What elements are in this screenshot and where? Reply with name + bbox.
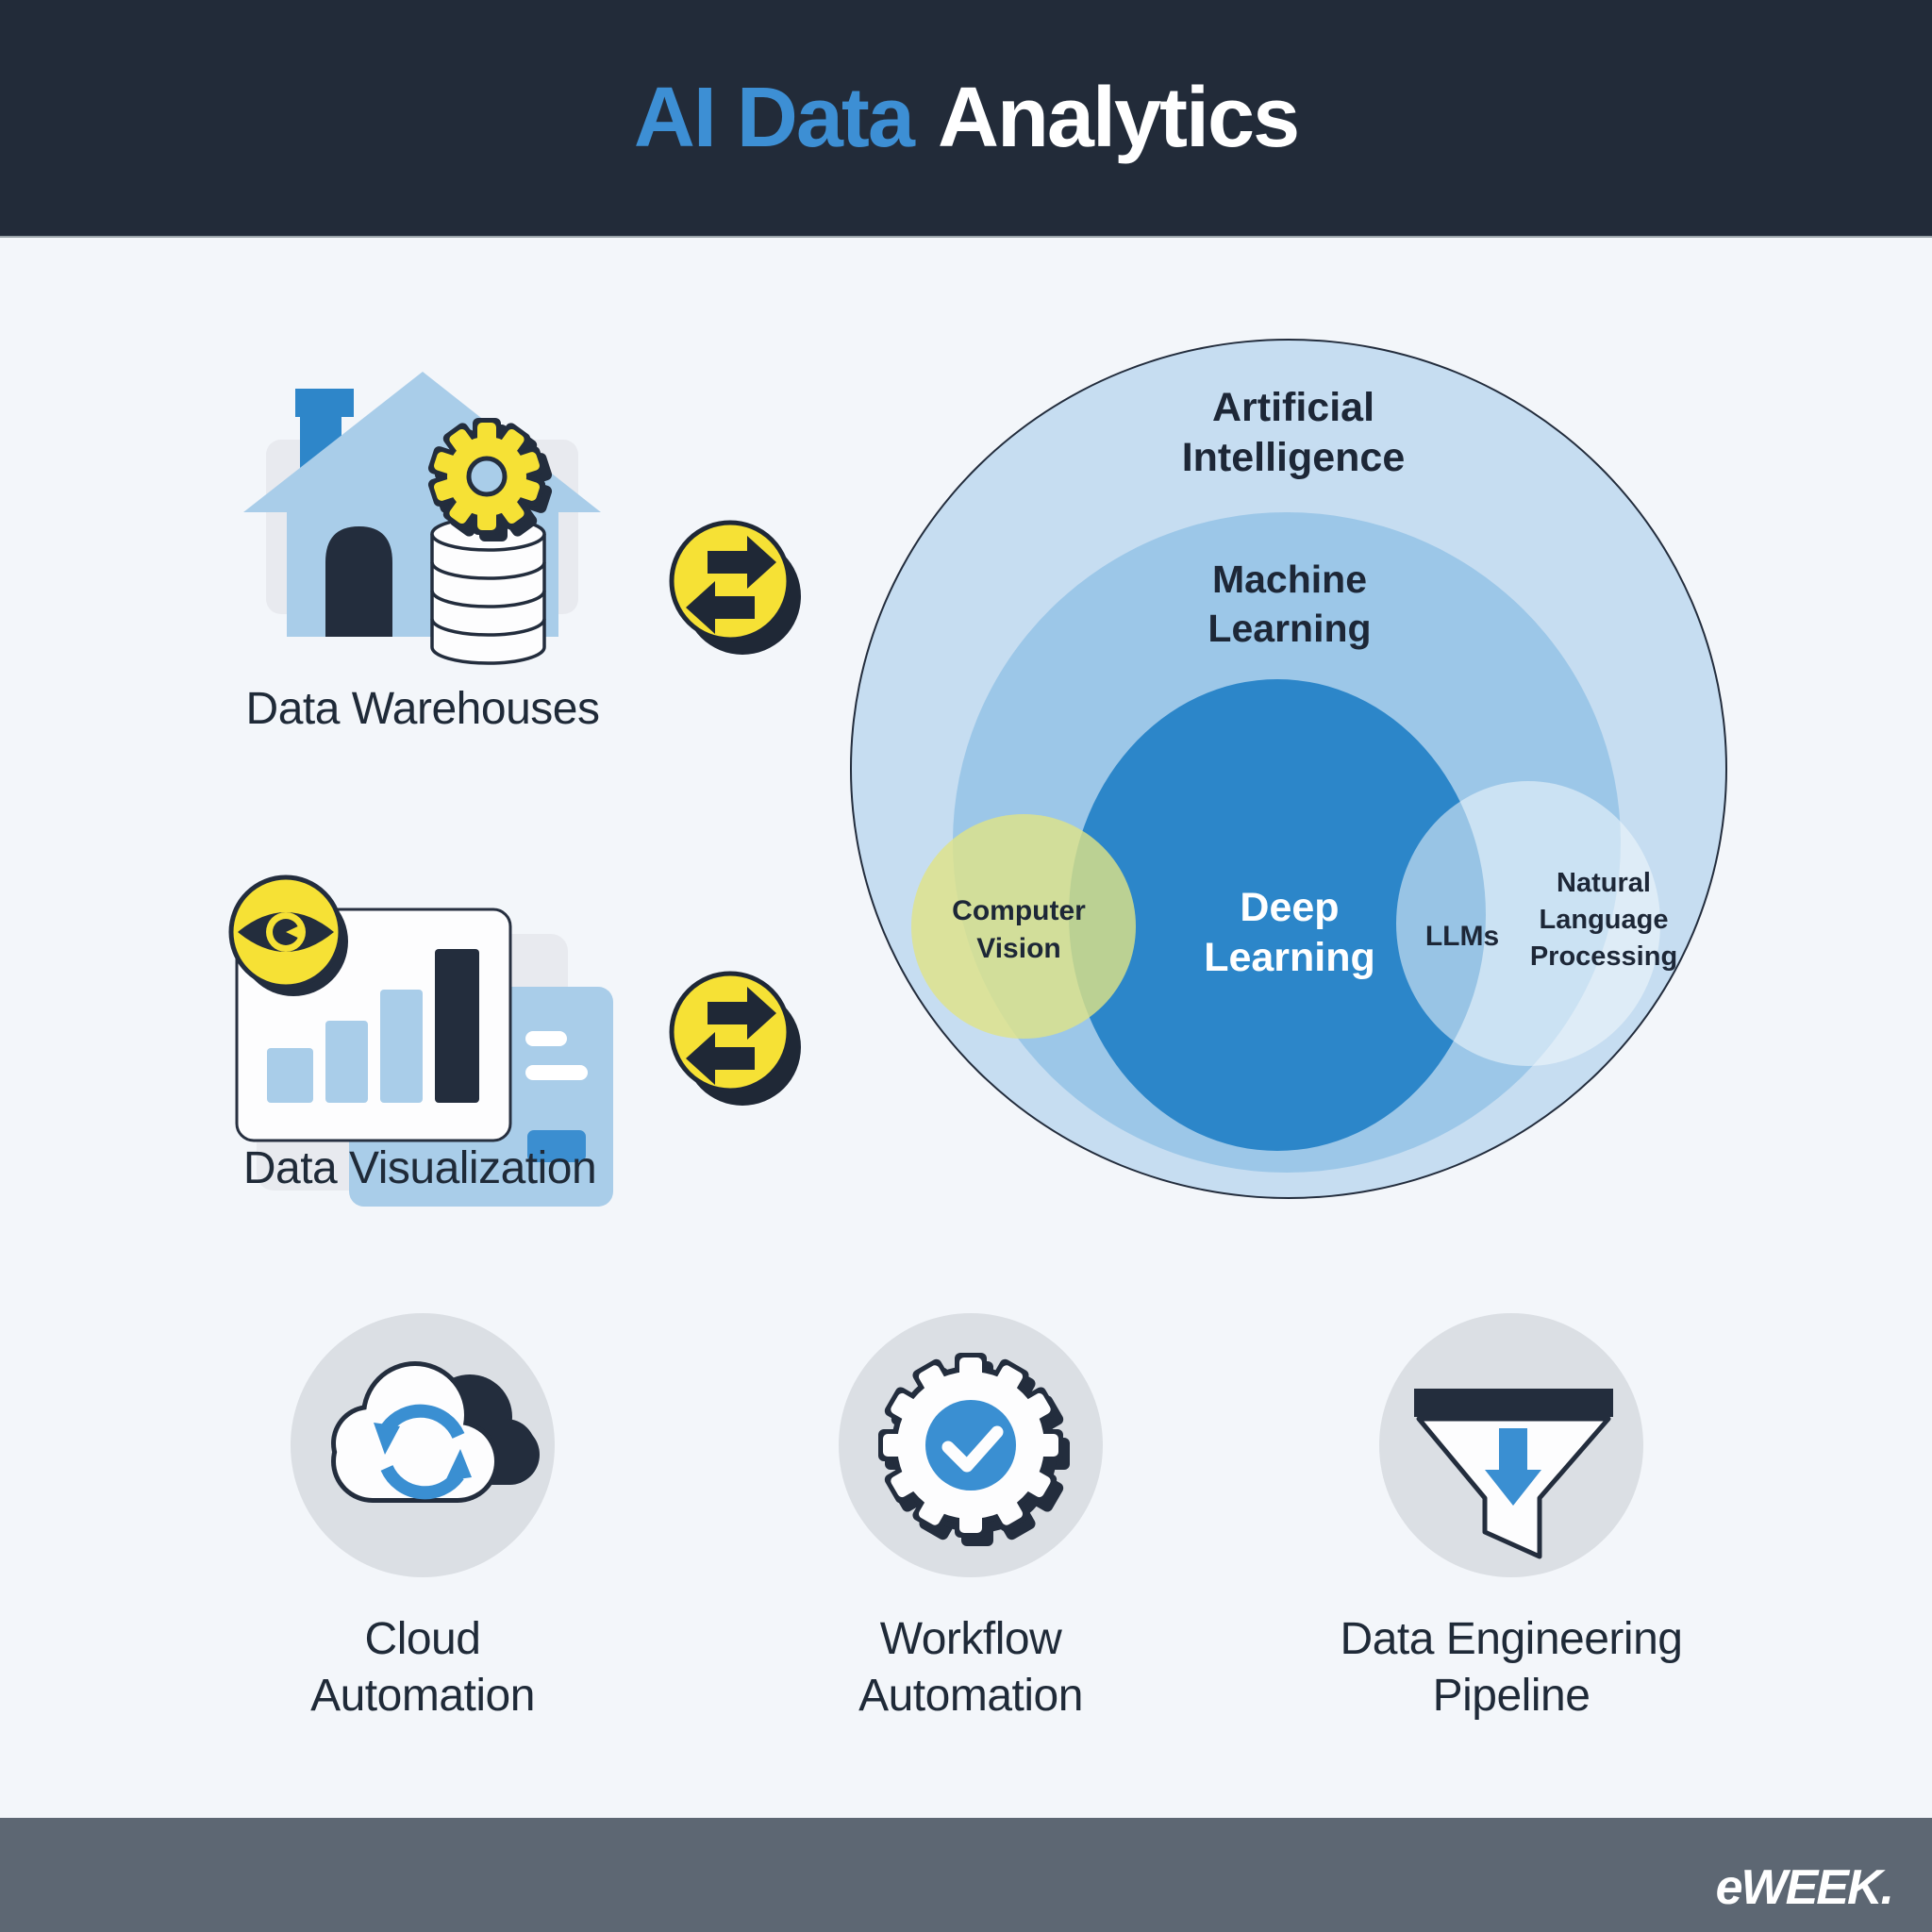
- venn-label-line: Artificial: [1211, 385, 1375, 430]
- gear-check-icon: [839, 1313, 1103, 1577]
- check-circle: [925, 1400, 1016, 1491]
- label-line: Automation: [858, 1671, 1083, 1721]
- funnel-arrow-icon: [1379, 1313, 1643, 1577]
- label-line: Data Engineering: [1340, 1614, 1683, 1664]
- arrow-down-icon: [1485, 1428, 1541, 1506]
- venn-circle-computer-vision: [911, 814, 1136, 1039]
- venn-label-computer-vision: Computer Vision: [924, 892, 1113, 968]
- venn-label-line: Intelligence: [1181, 435, 1406, 480]
- arrow-left-icon: [686, 1032, 755, 1085]
- title-accent: AI Data: [633, 70, 915, 165]
- pupil-notch: [286, 924, 304, 941]
- venn-label-nlp: Natural Language Processing: [1509, 865, 1698, 975]
- eye-icon: [228, 874, 348, 996]
- venn-label-line: Deep: [1240, 885, 1340, 930]
- bar: [267, 1048, 313, 1103]
- check-icon: [941, 1425, 1004, 1473]
- sync-arrows-icon: [374, 1404, 472, 1500]
- bar: [325, 1021, 368, 1103]
- data-warehouses-label: Data Warehouses: [245, 684, 600, 734]
- venn-circle-nlp: [1396, 781, 1660, 1066]
- label-line: Automation: [310, 1671, 535, 1721]
- venn-label-llms: LLMs: [1424, 921, 1500, 952]
- chimney: [295, 389, 354, 417]
- door: [325, 526, 392, 637]
- arrow-right-icon: [708, 536, 776, 589]
- venn-label-line: Learning: [1204, 935, 1375, 980]
- label-line: Pipeline: [1432, 1671, 1591, 1721]
- venn-label-line: Language: [1539, 905, 1669, 935]
- cloud-automation-label: Cloud Automation: [187, 1611, 658, 1724]
- venn-label-line: Natural: [1557, 868, 1651, 898]
- bar: [380, 990, 423, 1103]
- button-shape: [527, 1130, 586, 1162]
- venn-label-artificial-intelligence: Artificial Intelligence: [1105, 383, 1482, 483]
- label-line: Cloud: [364, 1614, 481, 1664]
- venn-label-line: Vision: [976, 933, 1061, 964]
- badge-circle: [669, 971, 791, 1093]
- funnel-top-bar: [1414, 1389, 1613, 1417]
- text-line: [525, 1031, 567, 1046]
- label-line: Workflow: [879, 1614, 1062, 1664]
- data-visualization-label: Data Visualization: [242, 1143, 597, 1193]
- arrow-left-icon: [686, 581, 755, 634]
- workflow-automation-label: Workflow Automation: [735, 1611, 1207, 1724]
- text-line: [525, 1065, 588, 1080]
- cloud-sync-icon: [291, 1313, 555, 1577]
- badge-circle: [669, 520, 791, 642]
- venn-label-deep-learning: Deep Learning: [1101, 883, 1478, 983]
- bar: [435, 949, 479, 1103]
- eweek-logo: eWEEK.: [1715, 1860, 1894, 1915]
- data-transfer-arrows-icon: [669, 971, 801, 1106]
- gear-icon: [426, 418, 554, 541]
- footer-bar: eWEEK.: [0, 1818, 1932, 1932]
- venn-label-line: Computer: [952, 895, 1086, 926]
- arrow-right-icon: [708, 987, 776, 1040]
- venn-label-line: Machine: [1211, 558, 1368, 601]
- data-transfer-arrows-icon: [669, 520, 801, 655]
- data-engineering-pipeline-label: Data Engineering Pipeline: [1228, 1611, 1794, 1724]
- venn-label-line: Processing: [1529, 941, 1678, 972]
- title-rest: Analytics: [937, 70, 1300, 165]
- venn-label-line: Learning: [1208, 607, 1372, 650]
- warehouse-database-icon: [243, 372, 601, 665]
- bar-chart-eye-icon: [228, 874, 613, 1207]
- venn-label-machine-learning: Machine Learning: [1101, 555, 1478, 653]
- gear-hole: [466, 456, 508, 497]
